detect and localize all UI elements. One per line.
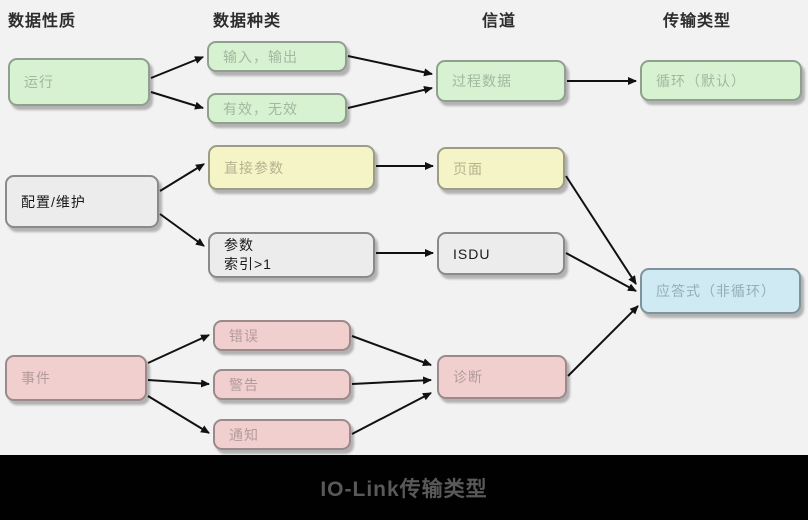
node-event: 事件 (5, 355, 147, 401)
caption-title: IO-Link传输类型 (320, 477, 488, 501)
node-error: 错误 (213, 320, 351, 351)
node-response-acyclic-label: 应答式（非循环） (656, 283, 776, 299)
column-header-data-kind: 数据种类 (213, 13, 282, 30)
node-process-data-label: 过程数据 (452, 73, 512, 89)
node-cyclic-default: 循环（默认） (640, 60, 802, 101)
arrow-config-to-parameter-index (159, 213, 205, 247)
node-event-label: 事件 (21, 370, 51, 386)
node-input-output: 输入，输出 (207, 41, 347, 72)
arrow-run-to-input-output (150, 56, 204, 79)
node-process-data: 过程数据 (436, 60, 566, 102)
arrow-notification-to-diagnosis (351, 392, 432, 435)
arrow-event-to-notification (147, 395, 210, 434)
node-cyclic-default-label: 循环（默认） (656, 72, 746, 89)
node-direct-parameter-label: 直接参数 (224, 159, 284, 176)
arrow-run-to-valid-invalid (150, 91, 204, 110)
node-config-maintenance: 配置/维护 (5, 175, 159, 228)
column-header-channel: 信道 (482, 13, 517, 30)
node-warning-label: 警告 (229, 376, 259, 393)
node-run-label: 运行 (24, 74, 54, 90)
node-input-output-label: 输入，输出 (223, 48, 298, 65)
arrow-config-to-direct-parameter (159, 163, 205, 192)
node-warning: 警告 (213, 369, 351, 400)
node-diagnosis: 诊断 (437, 355, 567, 399)
node-valid-invalid-label: 有效，无效 (223, 100, 298, 117)
arrow-diagnosis-to-response (567, 305, 639, 377)
node-parameter-index-line1: 参数 (224, 237, 254, 254)
node-isdu: ISDU (437, 232, 565, 275)
arrow-warning-to-diagnosis (351, 376, 432, 385)
node-response-acyclic: 应答式（非循环） (640, 268, 801, 314)
column-header-data-nature: 数据性质 (8, 13, 77, 30)
arrow-event-to-error (147, 334, 210, 364)
arrow-isdu-to-response (565, 252, 637, 292)
arrow-input-output-to-process-data (347, 55, 433, 77)
node-notification: 通知 (213, 419, 351, 450)
node-isdu-label: ISDU (453, 245, 491, 262)
caption-bar: IO-Link传输类型 (0, 455, 808, 520)
node-config-maintenance-label: 配置/维护 (21, 193, 86, 210)
arrow-event-to-warning (147, 379, 210, 388)
node-parameter-index-label: 参数索引>1 (224, 236, 272, 274)
column-header-transfer-type: 传输类型 (663, 13, 732, 30)
node-run: 运行 (8, 58, 150, 106)
node-page: 页面 (437, 147, 565, 190)
node-parameter-index-line2: 索引>1 (224, 256, 272, 272)
node-valid-invalid: 有效，无效 (207, 93, 347, 124)
node-page-label: 页面 (453, 160, 483, 177)
node-notification-label: 通知 (229, 426, 259, 443)
node-direct-parameter: 直接参数 (208, 145, 375, 190)
node-diagnosis-label: 诊断 (453, 369, 483, 385)
node-parameter-index: 参数索引>1 (208, 232, 375, 278)
arrow-page-to-response (565, 175, 637, 285)
node-error-label: 错误 (229, 327, 259, 344)
arrow-valid-invalid-to-process-data (347, 85, 433, 109)
arrow-error-to-diagnosis (351, 335, 432, 366)
